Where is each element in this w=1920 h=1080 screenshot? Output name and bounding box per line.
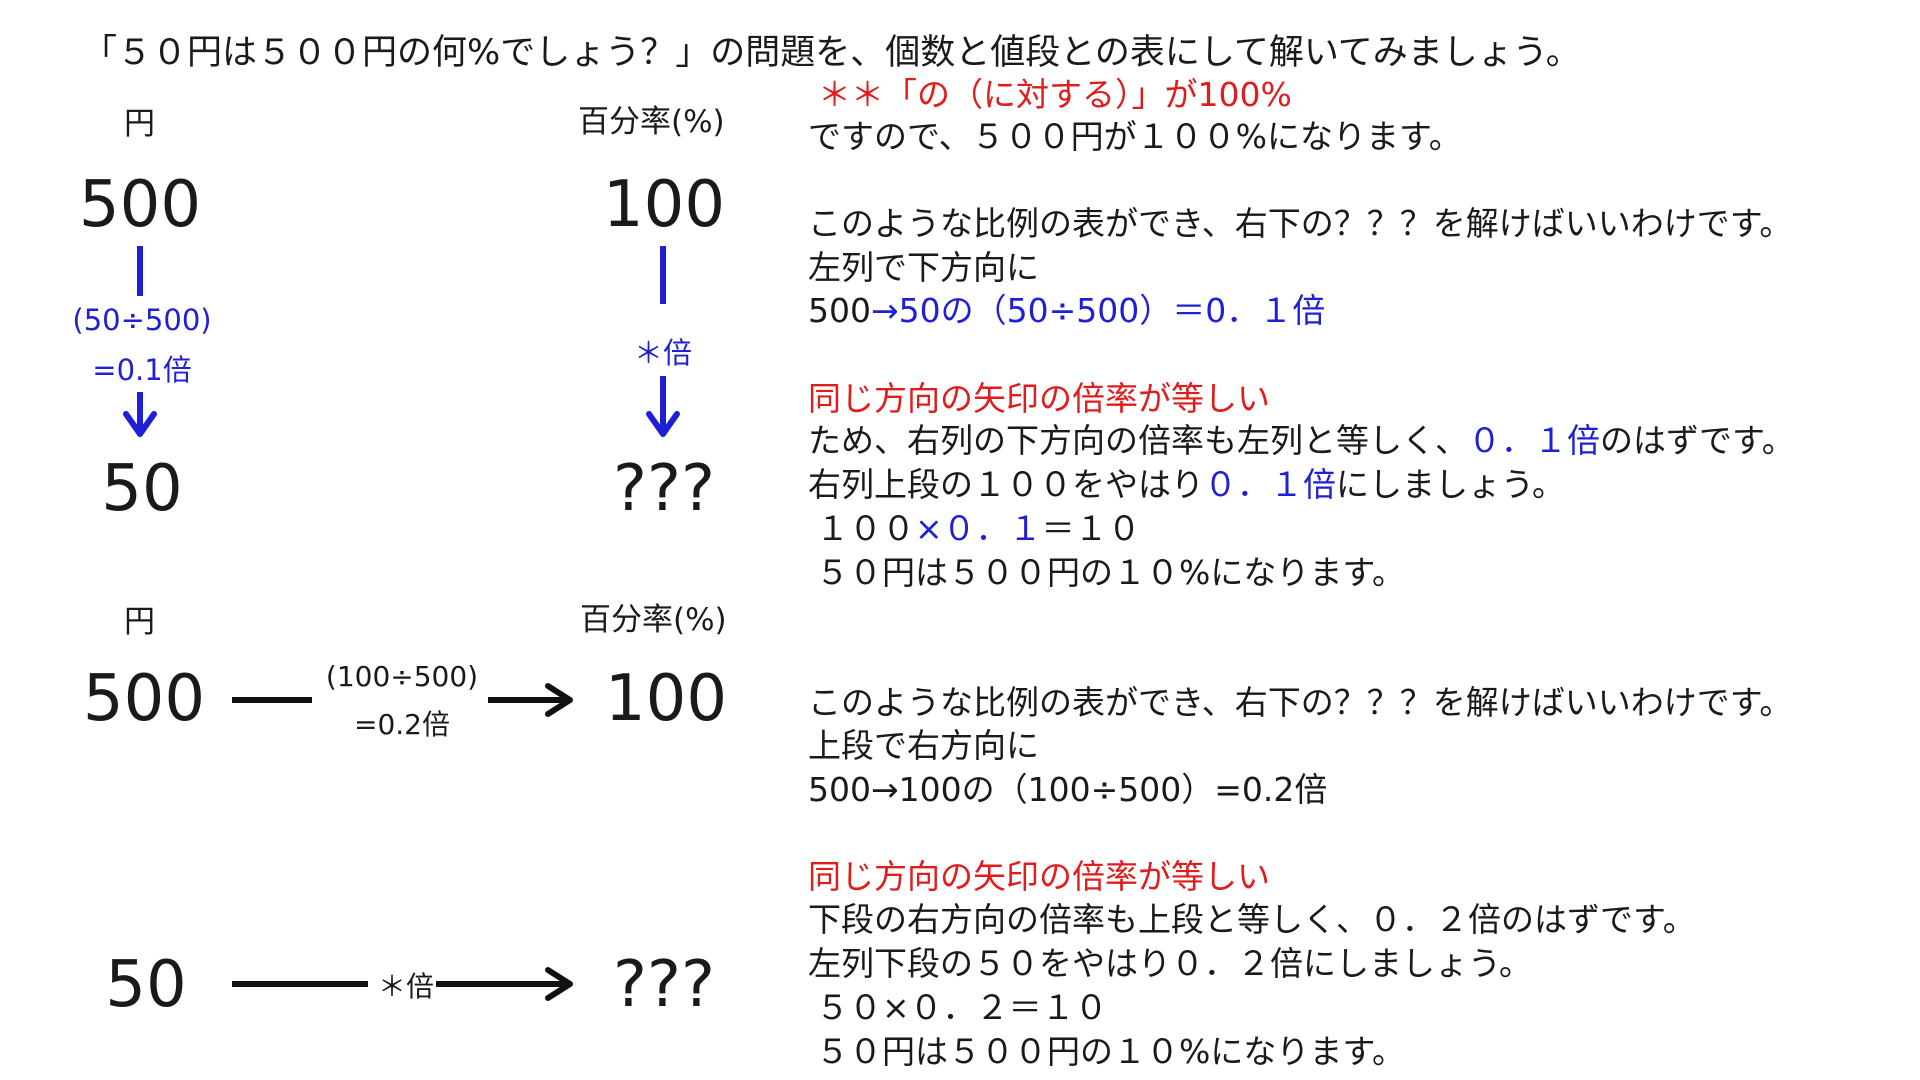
table2-bottom-arrow-label: ＊倍 <box>377 970 434 1003</box>
explain1-line-5-a: ため、右列の下方向の倍率も左列と等しく、 <box>808 421 1468 460</box>
explain2-line-2: 上段で右方向に <box>808 726 1039 765</box>
explain1-rule: 同じ方向の矢印の倍率が等しい <box>808 379 1270 418</box>
table1-col-left-header: 円 <box>124 106 155 142</box>
explain1-line-1: ですので、５００円が１００%になります。 <box>808 117 1462 156</box>
explain1-line-7-blue: ×０．１ <box>915 509 1042 548</box>
table1-left-arrow-label-2: =0.1倍 <box>92 353 192 387</box>
explain2-line-3: 500→100の（100÷500）=0.2倍 <box>808 770 1328 809</box>
table1-top-right-value: 100 <box>602 168 726 242</box>
table1-col-right-header: 百分率(%) <box>578 104 725 140</box>
explain1-heading: ＊＊「の（に対する）」が100% <box>818 75 1292 114</box>
explain1-line-2: このような比例の表ができ、右下の？？？を解けばいいわけです。 <box>808 204 1793 243</box>
explain1-line-5-blue: ０．１倍 <box>1468 421 1600 460</box>
explain1-line-4-blue: →50の（50÷500）＝0．１倍 <box>871 291 1326 330</box>
explain1-line-6: 右列上段の１００をやはり０．１倍にしましょう。 <box>808 458 1565 506</box>
explain1-line-4: 500→50の（50÷500）＝0．１倍 <box>808 284 1325 332</box>
table1-left-down-arrow <box>123 246 157 437</box>
explain1-line-6-blue: ０．１倍 <box>1204 465 1336 504</box>
page-title: 「５０円は５００円の何%でしょう？」の問題を、個数と値段との表にして解いてみまし… <box>82 33 1581 73</box>
table1-top-left-value: 500 <box>78 168 202 242</box>
table1-bottom-right-value: ??? <box>613 452 715 526</box>
explain1-line-5: ため、右列の下方向の倍率も左列と等しく、０．１倍のはずです。 <box>808 414 1795 462</box>
explain2-line-7: ５０円は５００円の１０%になります。 <box>816 1032 1406 1071</box>
table2-top-arrow-label-2: =0.2倍 <box>354 708 450 741</box>
table2-bottom-right-value: ??? <box>613 948 715 1022</box>
table2-bottom-left-value: 50 <box>105 948 187 1022</box>
table2-top-right-value: 100 <box>604 662 728 736</box>
explain2-line-6: ５０×０．２＝１０ <box>816 988 1108 1027</box>
explain1-line-7: １００×０．１＝１０ <box>816 502 1141 550</box>
explain2-line-4: 下段の右方向の倍率も上段と等しく、０．２倍のはずです。 <box>808 900 1696 939</box>
explain1-line-8: ５０円は５００円の１０%になります。 <box>816 553 1406 592</box>
explain1-line-3: 左列で下方向に <box>808 248 1039 287</box>
explain2-line-5: 左列下段の５０をやはり０．２倍にしましょう。 <box>808 944 1533 983</box>
table1-right-down-arrow <box>646 246 680 437</box>
explain1-line-7-a: １００ <box>816 509 915 548</box>
table2-top-left-value: 500 <box>82 662 206 736</box>
table2-top-arrow-label-1: (100÷500) <box>325 660 479 693</box>
table1-left-arrow-label-1: (50÷500) <box>72 303 212 337</box>
explain1-line-7-c: ＝１０ <box>1041 509 1141 548</box>
table1-bottom-left-value: 50 <box>101 452 183 526</box>
explain1-line-6-a: 右列上段の１００をやはり <box>808 465 1204 504</box>
explain1-line-4-start: 500 <box>808 291 871 330</box>
table2-bottom-right-arrow <box>232 967 573 1001</box>
explain2-rule: 同じ方向の矢印の倍率が等しい <box>808 857 1270 896</box>
table2-col-right-header: 百分率(%) <box>580 602 727 638</box>
explain1-line-5-c: のはずです。 <box>1600 421 1795 460</box>
table1-right-arrow-label: ＊倍 <box>633 336 692 370</box>
table2-top-right-arrow <box>232 683 573 717</box>
explain2-line-1: このような比例の表ができ、右下の？？？を解けばいいわけです。 <box>808 683 1793 722</box>
table2-col-left-header: 円 <box>124 604 155 640</box>
explain1-line-6-c: にしましょう。 <box>1336 465 1566 504</box>
